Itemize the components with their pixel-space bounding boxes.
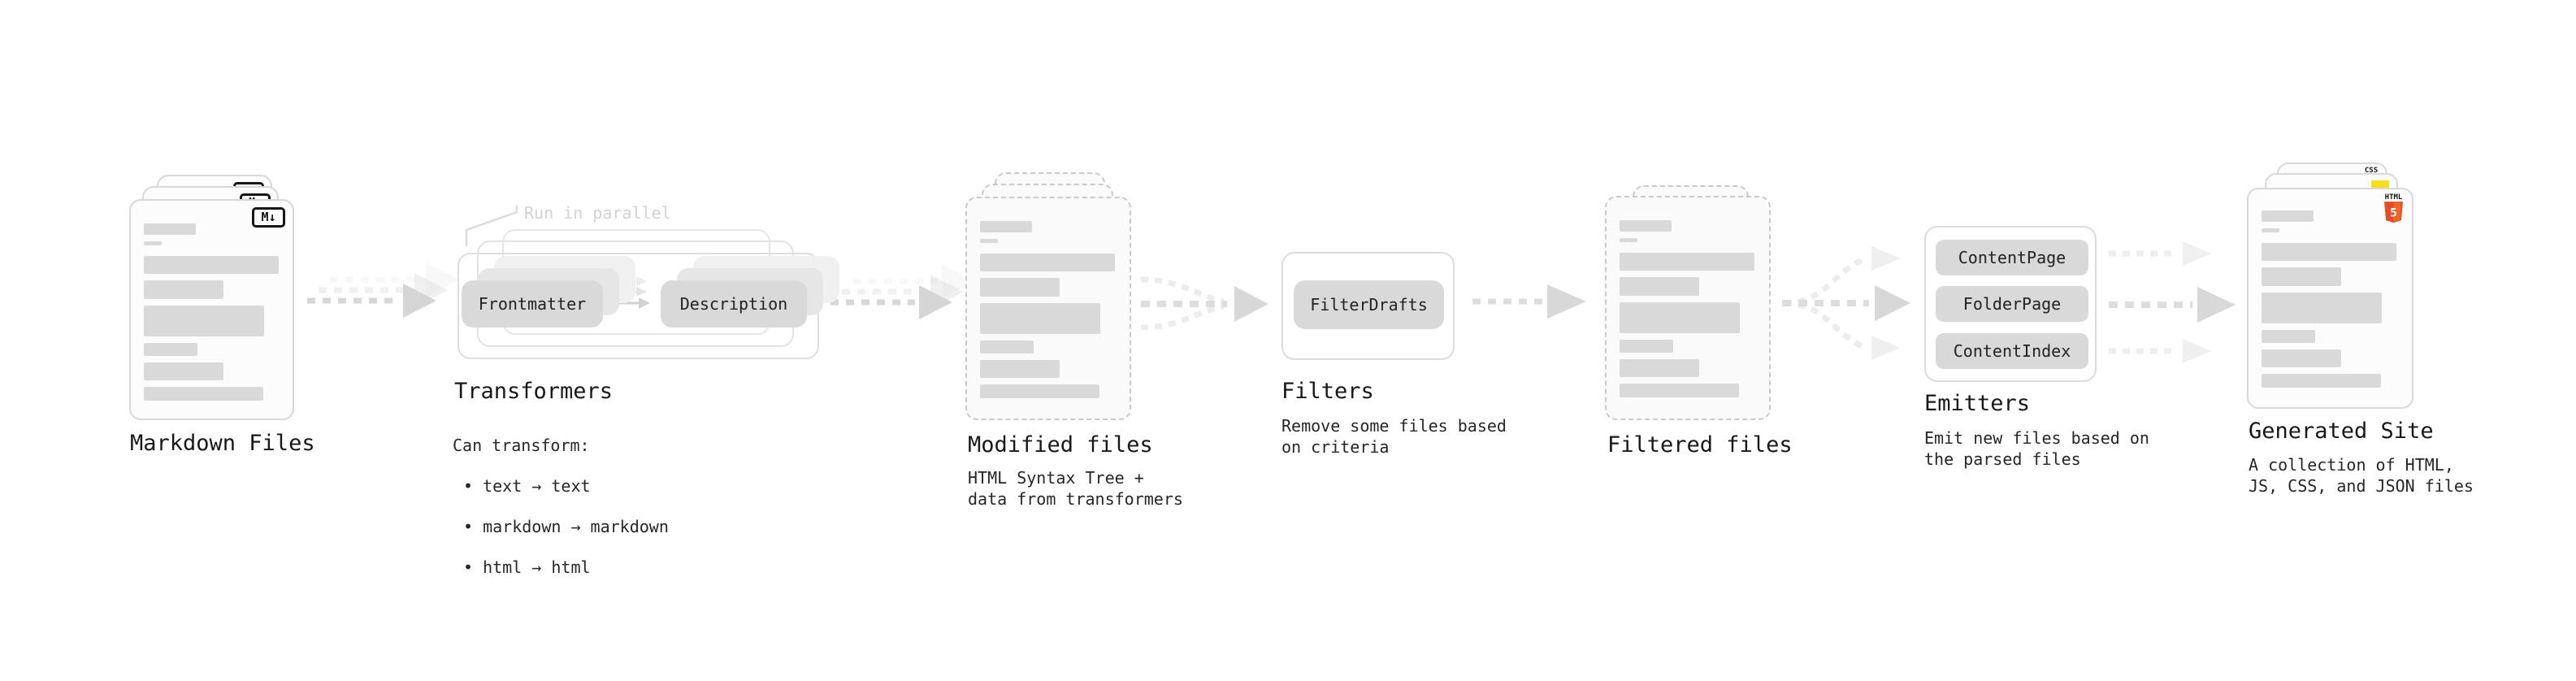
html5-icon-word: HTML [2384,193,2403,202]
content-index-pill: ContentIndex [1936,333,2088,369]
stage-label-filters: Filters [1281,379,1374,404]
run-in-parallel-callout-line [465,206,518,246]
description-pill: Description [661,280,807,327]
text-bar [144,306,264,336]
arrow-transformers-to-modified [830,264,975,319]
text-bar [1620,302,1740,333]
text-bar [980,340,1034,354]
modified-files-description: HTML Syntax Tree + data from transformer… [968,468,1183,509]
stage-label-filtered-files: Filtered files [1607,432,1793,458]
text-bar [2262,374,2381,388]
text-bar [144,280,223,299]
filter-drafts-pill: FilterDrafts [1294,280,1444,329]
text-bar [980,360,1060,378]
run-in-parallel-note: Run in parallel [524,203,671,223]
stage-label-transformers: Transformers [454,379,614,404]
frontmatter-pill: Frontmatter [462,280,603,327]
arrow-markdown-to-transformers [307,262,459,318]
text-bar [1620,277,1699,296]
filtered-file-card-front [1605,196,1771,420]
filters-description: Remove some files based on criteria [1281,416,1507,457]
text-bar [1620,340,1673,353]
folder-page-pill: FolderPage [1936,286,2088,322]
css-icon-label: CSS [2364,167,2379,175]
markdown-badge-icon: M↓ [252,207,285,228]
content-page-pill: ContentPage [1936,240,2088,275]
text-bar [2262,228,2279,232]
stage-label-modified-files: Modified files [968,432,1153,458]
text-bar [980,278,1060,297]
generated-file-card-html: HTML 5 [2247,188,2413,409]
document-text-placeholder [967,198,1130,398]
text-bar [1620,384,1739,397]
text-bar [2262,330,2315,343]
generated-site-description: A collection of HTML, JS, CSS, and JSON … [2249,455,2474,496]
text-bar [980,254,1115,271]
html5-file-icon: HTML 5 [2384,193,2403,226]
text-bar [980,221,1032,232]
text-bar [144,256,279,274]
text-bar [1620,238,1637,242]
arrow-modified-to-filters-merge [1140,276,1268,331]
transform-bullet: • html → html [463,557,591,577]
transformers-description: Can transform: • text → text • markdown … [453,415,669,598]
document-text-placeholder [131,201,293,401]
arrow-filters-to-filtered [1472,284,1586,319]
text-bar [2262,243,2396,261]
transform-bullet: • text → text [463,476,591,496]
text-bar [2262,267,2341,286]
filters-card: FilterDrafts [1281,252,1455,360]
document-text-placeholder [2249,189,2412,388]
document-text-placeholder [1607,197,1769,397]
text-bar [1620,220,1672,232]
stage-label-emitters: Emitters [1924,391,2031,416]
can-transform-heading: Can transform: [453,436,590,455]
text-bar [144,241,162,245]
emitters-description: Emit new files based on the parsed files [1924,428,2149,469]
text-bar [2262,210,2314,222]
stage-label-generated-site: Generated Site [2249,419,2434,444]
emitters-card: ContentPage FolderPage ContentIndex [1924,226,2097,382]
modified-file-card-front [965,197,1131,420]
text-bar [980,239,998,243]
text-bar [980,303,1100,334]
text-bar [144,343,197,356]
text-bar [144,362,223,380]
arrow-emitters-to-generated [2109,241,2236,363]
text-bar [1620,253,1754,271]
text-bar [144,387,263,401]
text-bar [2262,349,2341,367]
text-bar [144,223,196,235]
arrow-filtered-to-emitters-fork [1782,246,1910,360]
html5-icon-number: 5 [2390,207,2397,220]
text-bar [2262,293,2382,323]
stage-label-markdown-files: Markdown Files [130,431,315,456]
html5-shield-icon: 5 [2384,202,2403,223]
text-bar [980,384,1099,398]
text-bar [1620,359,1699,377]
markdown-file-card-front: M↓ [129,199,294,420]
transform-bullet: • markdown → markdown [463,517,669,536]
